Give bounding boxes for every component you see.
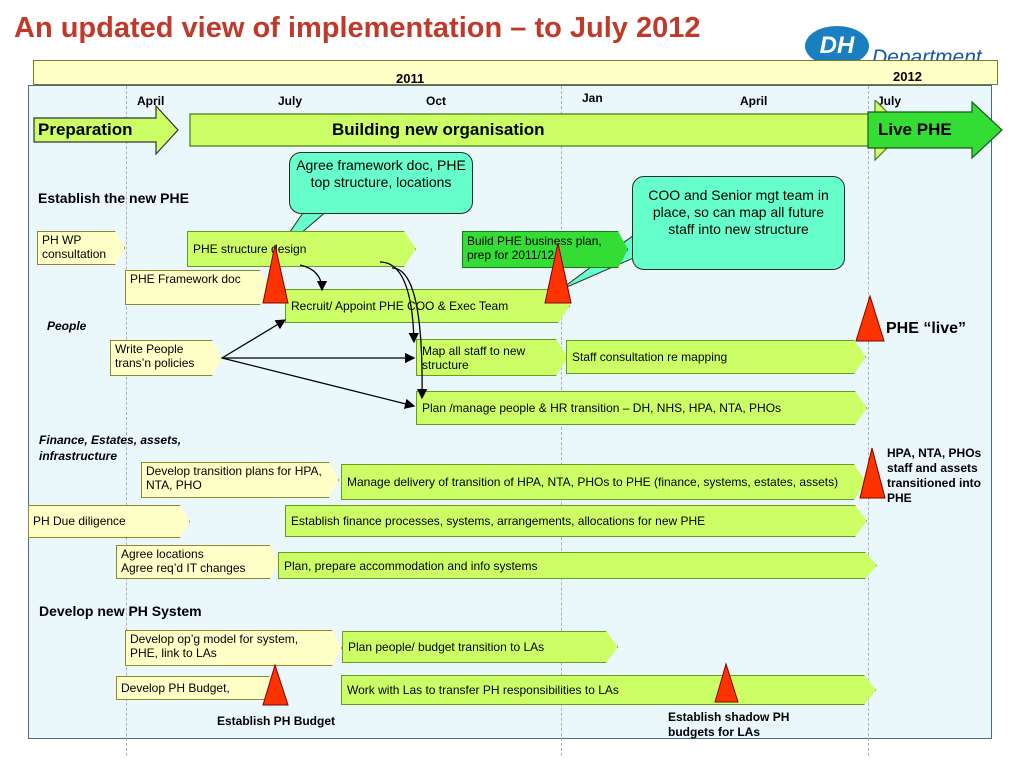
build-business-plan-box: Build PHE business plan, prep for 2011/1…	[462, 231, 628, 268]
develop-transition-box: Develop transition plans for HPA, NTA, P…	[141, 462, 339, 498]
agree-it-line: Agree req’d IT changes	[121, 561, 246, 575]
develop-ph-budget-box: Develop PH Budget,	[116, 676, 279, 700]
section-develop: Develop new PH System	[39, 603, 202, 619]
month-label: Jan	[582, 91, 603, 105]
connector-structure-to-plan	[391, 267, 428, 400]
develop-model-box: Develop op’g model for system, PHE, link…	[125, 630, 342, 666]
finance-processes-bar: Establish finance processes, systems, ar…	[285, 505, 867, 537]
month-label: Oct	[426, 94, 447, 108]
section-establish: Establish the new PHE	[38, 190, 189, 206]
milestone-transition-triangle	[859, 447, 886, 499]
section-finance: Finance, Estates, assets, infrastructure	[39, 433, 182, 463]
map-staff-bar: Map all staff to new structure	[416, 339, 568, 376]
work-with-las-bar: Work with Las to transfer PH responsibil…	[341, 675, 876, 705]
connector-structure-to-recruit	[299, 264, 328, 292]
plan-accommodation-bar: Plan, prepare accommodation and info sys…	[278, 552, 877, 579]
plan-budget-transition-bar: Plan people/ budget transition to LAs	[342, 631, 618, 663]
month-label: April	[740, 94, 768, 108]
preparation-phase-arrow	[33, 104, 179, 156]
milestone-ph-budget-triangle	[262, 663, 289, 706]
plan-manage-hr-bar: Plan /manage people & HR transition – DH…	[416, 391, 867, 425]
phe-live-label: PHE “live”	[886, 320, 967, 337]
staff-consultation-bar: Staff consultation re mapping	[566, 340, 866, 374]
agree-locations-box: Agree locations Agree req’d IT changes	[116, 545, 280, 579]
ph-wp-consultation-box: PH WP consultation	[37, 231, 125, 265]
live-phe-label: Live PHE	[878, 120, 952, 139]
milestone-framework-triangle	[262, 244, 289, 304]
page-title: An updated view of implementation – to J…	[14, 12, 701, 44]
agree-locations-line: Agree locations	[121, 547, 204, 561]
month-label: April	[137, 94, 165, 108]
framework-callout: Agree framework doc, PHE top structure, …	[289, 152, 473, 214]
recruit-coo-bar: Recruit/ Appoint PHE COO & Exec Team	[285, 289, 570, 323]
month-divider	[868, 86, 869, 756]
connector-people-to-plan	[221, 357, 416, 409]
transitioned-label: HPA, NTA, PHOs staff and assets transiti…	[887, 446, 982, 505]
establish-budget-label: Establish PH Budget	[217, 714, 336, 728]
month-label: July	[877, 94, 902, 108]
month-divider	[126, 86, 127, 756]
write-people-box: Write People trans’n policies	[110, 340, 222, 376]
live-phase-arrow	[867, 100, 1003, 160]
preparation-label: Preparation	[38, 120, 133, 139]
coo-callout: COO and Senior mgt team in place, so can…	[632, 176, 845, 270]
connector-people-to-recruit	[221, 319, 287, 359]
month-label: July	[278, 94, 303, 108]
milestone-coo-triangle	[544, 242, 572, 304]
dh-logo-mark: DH	[805, 26, 869, 66]
year-2011-label: 2011	[396, 71, 425, 86]
shadow-budgets-label: Establish shadow PH budgets for LAs	[668, 710, 790, 739]
building-label: Building new organisation	[332, 120, 545, 139]
connector-structure-to-map	[379, 261, 419, 344]
phe-structure-bar: PHE structure design	[187, 231, 416, 267]
manage-delivery-bar: Manage delivery of transition of HPA, NT…	[341, 464, 866, 500]
due-diligence-box: PH Due diligence	[28, 505, 190, 538]
phe-framework-box: PHE Framework doc	[125, 270, 270, 305]
milestone-shadow-budget-triangle	[714, 662, 739, 703]
timeline-band	[33, 60, 998, 85]
milestone-phe-live-triangle	[855, 294, 885, 342]
phase-arrows	[33, 100, 1003, 162]
year-2012-label: 2012	[893, 69, 922, 84]
section-people: People	[47, 319, 87, 333]
